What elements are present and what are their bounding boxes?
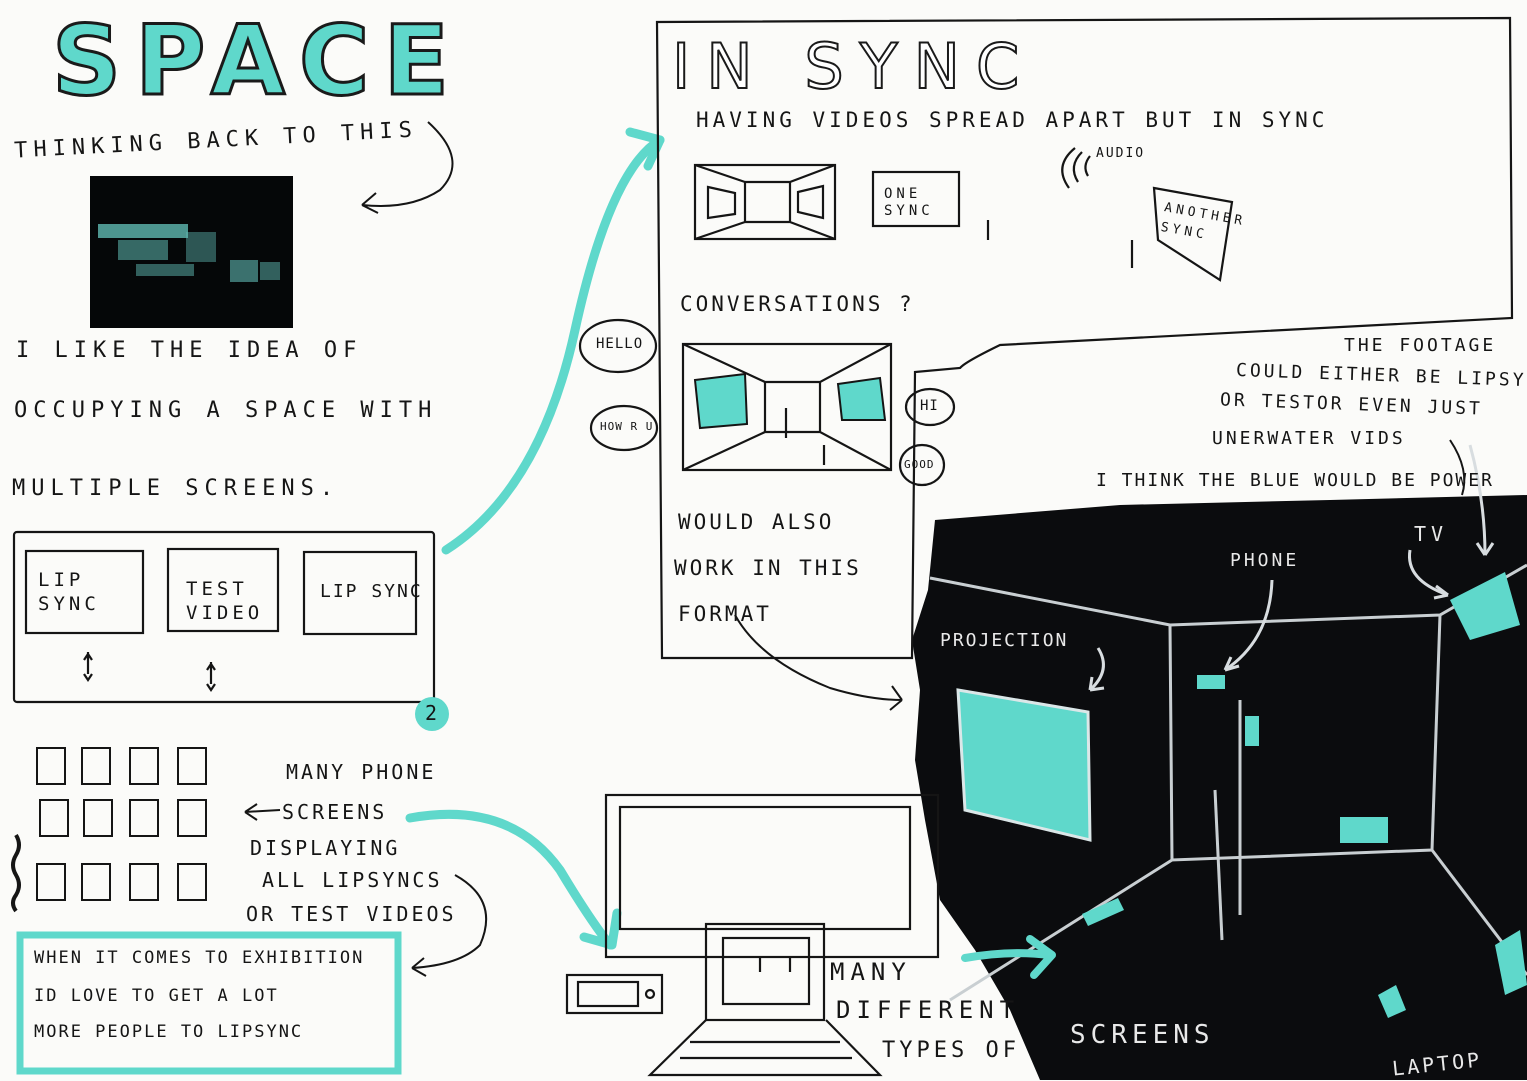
footage-text-4: UNERWATER VIDS [1212, 428, 1406, 449]
page-number-badge-bg [415, 697, 449, 731]
audio-label: AUDIO [1096, 146, 1146, 161]
phones-text-5: OR TEST VIDEOS [246, 902, 457, 926]
room-screens [956, 572, 1527, 1018]
space-title: SPACE [50, 4, 464, 119]
many-different-2: DIFFERENT [836, 996, 1021, 1024]
phones-text-4: ALL LIPSYNCS [262, 868, 443, 892]
format-arrow [734, 614, 903, 711]
many-different-3: TYPES OF [882, 1038, 1020, 1063]
devices-sketch [565, 793, 940, 1077]
spread-videos-sketch [693, 147, 1234, 282]
exhibition-text-1: WHEN IT COMES TO EXHIBITION [34, 948, 365, 968]
idea-line-1: I LIKE THE IDEA OF [16, 338, 363, 363]
footage-text-1: THE FOOTAGE [1344, 335, 1497, 356]
phone-screen-grid [36, 747, 207, 901]
label-projection: PROJECTION [940, 630, 1069, 651]
phones-text-1: MANY PHONE [286, 760, 437, 784]
bubble-hi: HI [920, 398, 939, 414]
in-sync-title: IN SYNC [671, 29, 1036, 104]
exhibition-text-3: MORE PEOPLE TO LIPSYNC [34, 1022, 304, 1042]
pencil-scribble [11, 833, 21, 913]
bubble-hello: HELLO [596, 336, 644, 352]
teal-arrow-right-head [1026, 935, 1056, 979]
thinking-back-arrow [361, 121, 454, 214]
would-also-1: WOULD ALSO [678, 510, 835, 534]
bubble-good: GOOD [904, 458, 935, 471]
would-also-3: FORMAT [678, 602, 772, 626]
idea-line-3: MULTIPLE SCREENS. [12, 476, 340, 501]
conversation-screens [693, 372, 887, 430]
conversation-sketch [578, 318, 956, 487]
idea-line-2: OCCUPYING A SPACE WITH [14, 398, 438, 423]
phones-text-2: SCREENS [282, 800, 388, 824]
screen-label-lip-sync-1: LIP SYNC [38, 569, 100, 615]
label-tv: TV [1414, 522, 1449, 546]
teal-arrow-down-head [579, 908, 622, 950]
page-number-badge: 2 [425, 701, 438, 725]
exhibition-arrow [411, 874, 488, 977]
teal-arrow-down [405, 809, 615, 950]
teal-arrow-up [441, 135, 665, 555]
screen-label-lip-sync-2: LIP SYNC [320, 581, 423, 602]
label-screens: SCREENS [1070, 1020, 1215, 1050]
would-also-2: WORK IN THIS [674, 556, 862, 580]
having-videos-text: HAVING VIDEOS SPREAD APART BUT IN SYNC [696, 108, 1329, 132]
footage-arrow [1449, 439, 1466, 496]
label-phone: PHONE [1230, 550, 1300, 571]
conversations-text: CONVERSATIONS ? [680, 292, 915, 316]
phones-text-3: DISPLAYING [250, 836, 401, 860]
room-label-arrows [1088, 444, 1495, 692]
bubble-how-r-u: HOW R U [600, 420, 654, 433]
teal-arrow-right [961, 949, 1054, 962]
many-different-1: MANY [830, 958, 912, 986]
multiple-screens-sketch [12, 530, 436, 704]
screen-label-test-video: TEST VIDEO [186, 578, 264, 624]
exhibition-text-2: ID LOVE TO GET A LOT [34, 986, 279, 1006]
phones-arrow [244, 803, 281, 821]
one-sync-label: ONE SYNC [884, 186, 934, 219]
blue-power-text: I THINK THE BLUE WOULD BE POWER [1096, 470, 1494, 491]
exhibition-photo [90, 176, 293, 328]
dark-room-painting [912, 495, 1527, 1080]
exhibition-box [16, 931, 402, 1075]
